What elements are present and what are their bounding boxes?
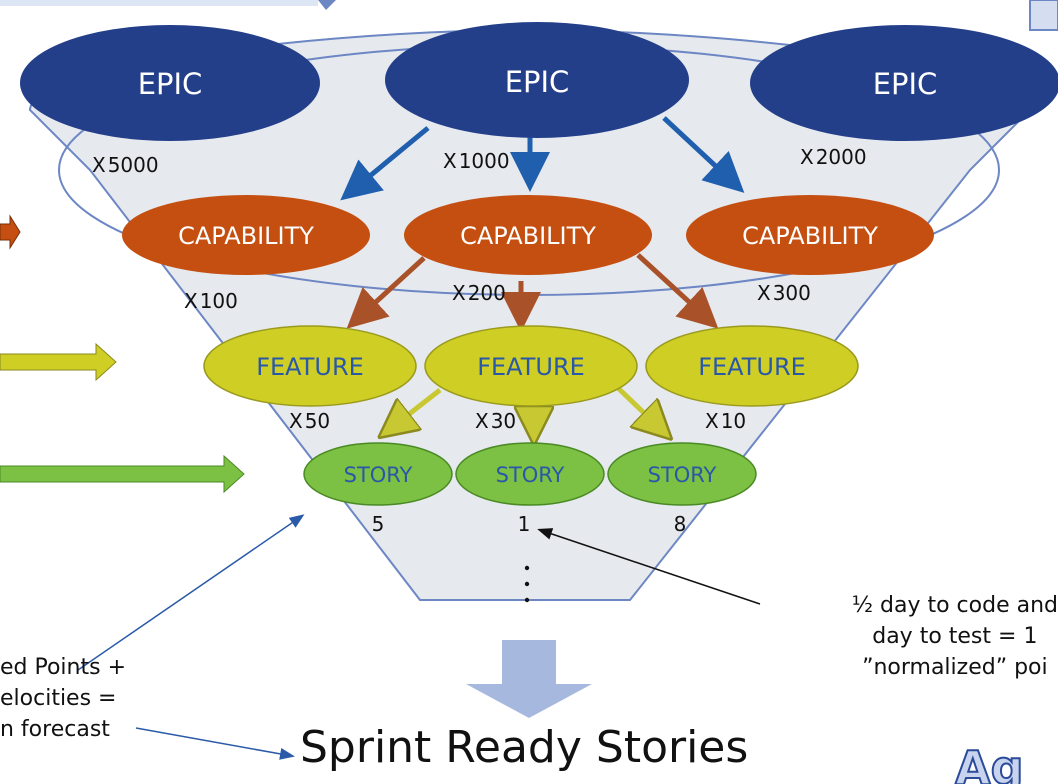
story-label: STORY (496, 463, 565, 487)
estimate-symbol: X (92, 153, 106, 177)
right-annotation-line: day to test = 1 (872, 624, 1038, 649)
estimate-symbol: X (184, 289, 198, 313)
right-annotation-line: ”normalized” poi (862, 655, 1048, 680)
estimate-symbol: X (475, 409, 489, 433)
capability-node-right: CAPABILITY (686, 195, 934, 275)
story-points-right: 8 (674, 512, 687, 536)
inbound-arrow-feature (0, 342, 117, 382)
estimate-value: 200 (468, 281, 506, 305)
estimate-value: 30 (491, 409, 516, 433)
left-annotation-line: n forecast (0, 717, 110, 742)
story-points-left: 5 (372, 512, 385, 536)
epic-node-center: EPIC (385, 22, 689, 138)
story-label: STORY (344, 463, 413, 487)
pointer-arrow-to-title (135, 727, 295, 760)
capability-label: CAPABILITY (460, 222, 596, 250)
capability-node-center: CAPABILITY (404, 195, 652, 275)
estimate-value: 50 (305, 409, 330, 433)
story-points-center: 1 (518, 512, 531, 536)
feature-node-center: FEATURE (424, 325, 638, 407)
inbound-arrow-capability (0, 214, 21, 250)
story-node-center: STORY (455, 442, 605, 506)
top-arrow-fragment (318, 0, 336, 10)
continuation-dots (524, 565, 530, 603)
feature-label: FEATURE (256, 353, 364, 381)
right-annotation-line: ½ day to code and (851, 593, 1058, 618)
left-annotation-line: ed Points + (0, 655, 127, 680)
arrow-capability-to-feature-left (346, 256, 426, 329)
story-node-right: STORY (607, 442, 757, 506)
arrow-epic-to-capability-left (340, 126, 430, 201)
estimate-value: 1000 (459, 149, 510, 173)
left-annotation: ed Points + elocities = n forecast (0, 652, 200, 745)
estimate-value: 100 (200, 289, 238, 313)
logo-fragment-top (1029, 0, 1058, 31)
estimate-symbol: X (289, 409, 303, 433)
estimate-symbol: X (443, 149, 457, 173)
epic-node-left: EPIC (20, 25, 320, 141)
right-annotation: ½ day to code and day to test = 1 ”norma… (852, 590, 1058, 683)
inbound-arrow-story (0, 454, 245, 494)
story-label: STORY (648, 463, 717, 487)
pointer-arrow-left-note (77, 514, 305, 671)
result-title: Sprint Ready Stories (300, 722, 749, 773)
logo-fragment-bottom: Ag (955, 741, 1024, 784)
top-left-shape-fragment (0, 0, 318, 6)
epic-label: EPIC (505, 65, 570, 99)
capability-label: CAPABILITY (178, 222, 314, 250)
arrow-capability-to-feature-right (636, 253, 719, 329)
capability-node-left: CAPABILITY (122, 195, 370, 275)
feature-node-left: FEATURE (203, 325, 417, 407)
pointer-arrow-right-note (537, 528, 761, 605)
epic-label: EPIC (138, 67, 203, 101)
feature-label: FEATURE (477, 353, 585, 381)
story-node-left: STORY (303, 442, 453, 506)
estimate-symbol: X (705, 409, 719, 433)
left-annotation-line: elocities = (0, 686, 117, 711)
arrow-epic-to-capability-right (662, 116, 745, 193)
capability-label: CAPABILITY (742, 222, 878, 250)
feature-label: FEATURE (698, 353, 806, 381)
arrow-feature-to-story-right (616, 386, 665, 433)
estimate-symbol: X (757, 281, 771, 305)
estimate-symbol: X (800, 145, 814, 169)
estimate-value: 5000 (108, 153, 159, 177)
epic-label: EPIC (873, 67, 938, 101)
feature-node-right: FEATURE (645, 325, 859, 407)
epic-node-right: EPIC (750, 25, 1058, 141)
big-down-arrow (466, 640, 592, 718)
arrow-feature-to-story-left (386, 388, 442, 432)
estimate-symbol: X (452, 281, 466, 305)
estimate-value: 300 (773, 281, 811, 305)
estimate-value: 2000 (816, 145, 867, 169)
estimate-value: 10 (721, 409, 746, 433)
